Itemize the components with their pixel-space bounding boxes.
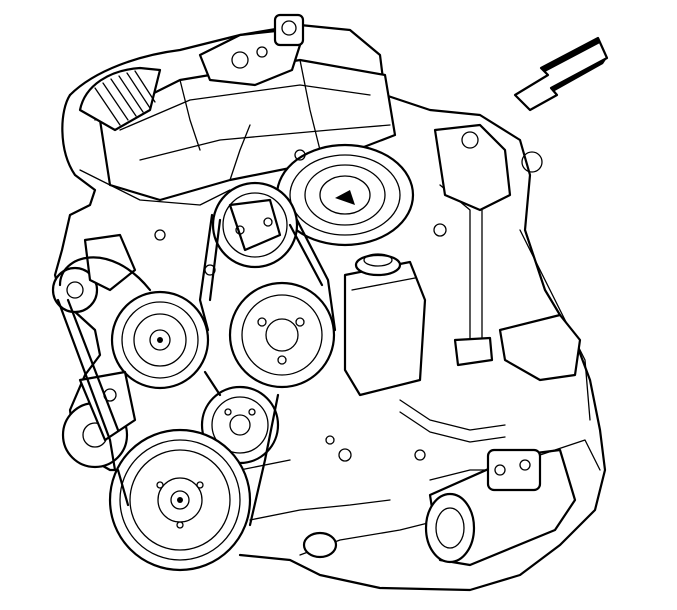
crankshaft-pulley (108, 428, 252, 572)
water-pump-pulley (228, 281, 336, 389)
fasteners (154, 149, 426, 462)
starter-motor (424, 439, 601, 567)
fluid-reservoir (343, 253, 427, 397)
intake-plenum (98, 58, 397, 202)
serpentine-belt (56, 213, 337, 527)
upper-idler-pulley (211, 181, 299, 269)
coolant-hoses (302, 184, 582, 559)
arrow-icon (513, 36, 609, 112)
alternator-pulley (110, 290, 210, 390)
throttle-body (198, 13, 305, 87)
tensioner-pulley (51, 233, 137, 314)
lower-idler-pulley (61, 370, 137, 469)
air-intake-duct (78, 66, 162, 132)
right-bracket (433, 123, 543, 237)
